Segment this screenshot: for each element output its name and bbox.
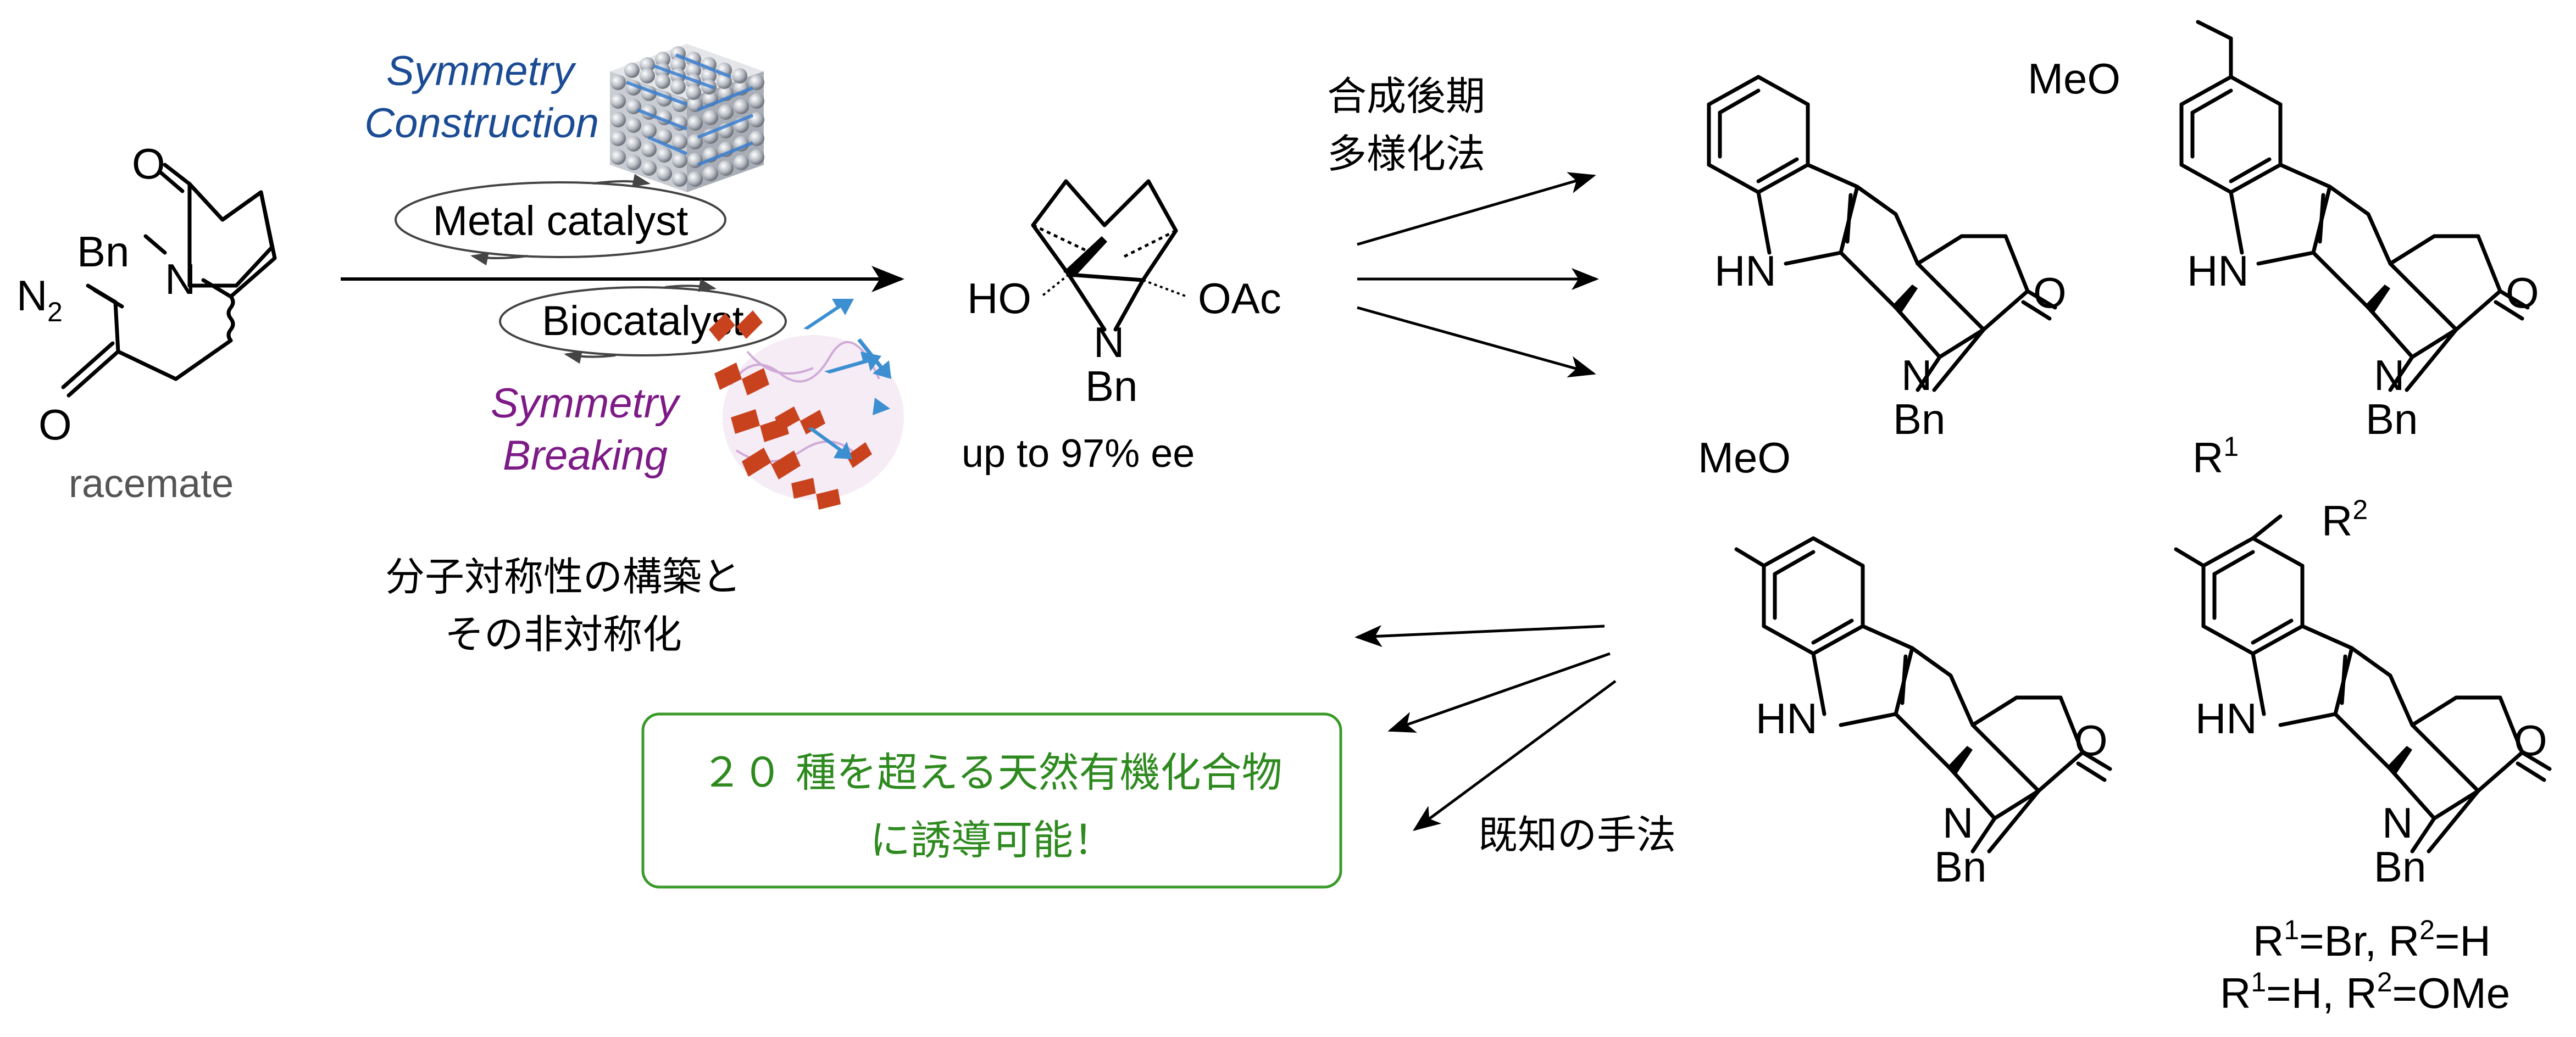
enzyme-protein-icon (709, 299, 904, 510)
target3-o: O (2074, 716, 2108, 765)
substrate-n2: N (16, 271, 47, 320)
known-methods-label: 既知の手法 (1478, 812, 1676, 858)
known-arrow-1 (1354, 625, 1605, 647)
metal-crystal-cube-icon (610, 44, 764, 192)
late-stage-arrow-3 (1357, 306, 1596, 378)
target4-r2: R2 (2322, 494, 2368, 545)
symmetry-construction-line2: Construction (364, 100, 599, 147)
symmetry-breaking-line1: Symmetry (491, 380, 681, 427)
known-arrow-2 (1387, 652, 1611, 733)
target4-r1: R1 (2192, 431, 2239, 482)
substituent-line-1: R1=Br, R2=H (2253, 915, 2491, 965)
late-stage-arrow-1 (1357, 172, 1596, 246)
target4-n: N (2382, 799, 2413, 847)
target-structure-1 (1707, 75, 2057, 392)
target-structure-4 (2174, 514, 2552, 854)
substrate-n2-subscript: 2 (47, 297, 63, 327)
product-bn: Bn (1085, 362, 1137, 410)
target3-n: N (1942, 799, 1973, 847)
symmetry-construction-line1: Symmetry (386, 48, 576, 94)
jp-caption-line1: 分子対称性の構築と (385, 554, 741, 600)
target2-bn: Bn (2366, 395, 2418, 443)
target3-meo: MeO (1698, 433, 1791, 482)
substrate-structure (61, 163, 277, 398)
natural-products-line1: ２０ 種を超える天然有機化合物 (701, 749, 1282, 796)
target2-hn: HN (2187, 247, 2249, 295)
substrate-o1: O (132, 140, 165, 188)
metal-catalyst-cycle (395, 174, 726, 266)
target1-o: O (2033, 269, 2067, 317)
natural-products-line2: に誘導可能！ (870, 817, 1114, 864)
symmetry-breaking-line2: Breaking (503, 432, 668, 479)
product-ee: up to 97% ee (962, 432, 1195, 476)
racemate-label: racemate (69, 462, 234, 506)
target2-n: N (2374, 351, 2405, 399)
biocatalyst-label: Biocatalyst (542, 298, 744, 344)
late-stage-line2: 多様化法 (1327, 131, 1485, 177)
substituent-line-2: R1=H, R2=OMe (2220, 967, 2510, 1017)
target4-o: O (2514, 716, 2547, 765)
substrate-o2: O (38, 400, 72, 449)
natural-products-box (641, 712, 1342, 889)
target-structure-2 (2179, 20, 2530, 392)
target2-o: O (2506, 269, 2539, 317)
target2-meo: MeO (2028, 54, 2120, 103)
product-structure (1031, 179, 1187, 332)
biocatalyst-cycle (499, 278, 787, 364)
target1-bn: Bn (1893, 395, 1945, 443)
known-arrow-3 (1412, 679, 1617, 831)
product-oac: OAc (1198, 274, 1281, 322)
metal-catalyst-label: Metal catalyst (433, 198, 689, 244)
jp-caption-line2: その非対称化 (445, 611, 682, 657)
product-n: N (1093, 318, 1124, 366)
target3-bn: Bn (1934, 843, 1986, 891)
target4-hn: HN (2195, 694, 2257, 743)
target1-n: N (1901, 351, 1932, 399)
target1-hn: HN (1714, 247, 1776, 295)
target3-hn: HN (1756, 694, 1818, 743)
late-stage-line1: 合成後期 (1327, 73, 1485, 119)
target-structure-3 (1734, 536, 2112, 854)
substrate-bn: Bn (77, 227, 129, 276)
target4-bn: Bn (2374, 843, 2426, 891)
substrate-n: N (165, 255, 196, 303)
product-ho: HO (967, 274, 1031, 322)
